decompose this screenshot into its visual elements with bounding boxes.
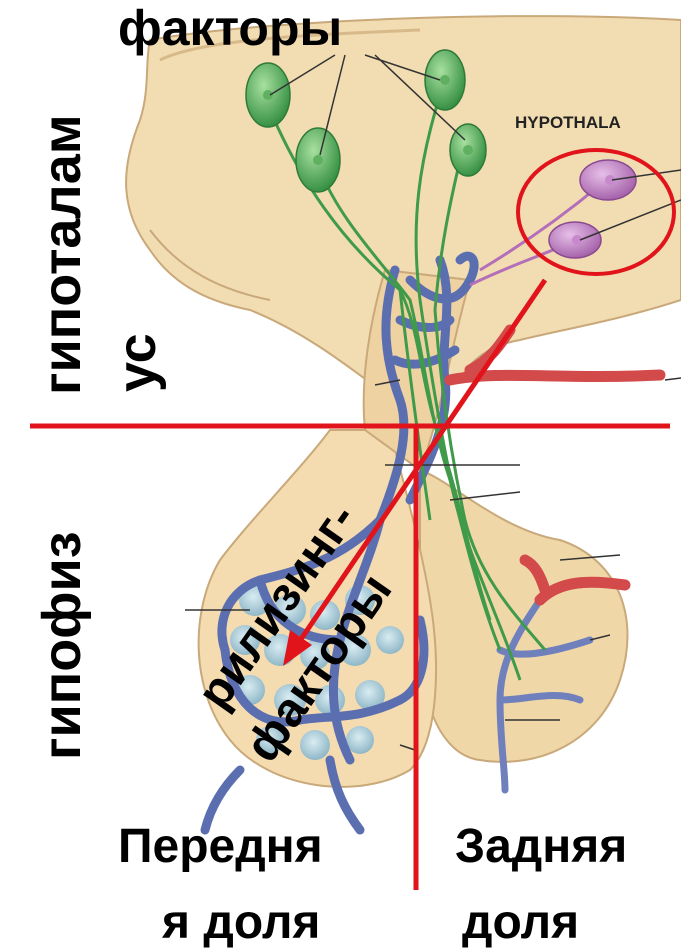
hypothalamus-label: HYPOTHALA bbox=[515, 113, 621, 132]
posterior-lobe bbox=[420, 470, 628, 762]
anterior-lobe-label-1: Передня bbox=[118, 820, 323, 873]
side-label-hypothalamus-cont: ус bbox=[107, 333, 167, 392]
factors-top-label: факторы bbox=[118, 0, 342, 56]
anterior-lobe-label-2: я доля bbox=[161, 896, 320, 948]
posterior-lobe-label-1: Задняя bbox=[455, 820, 627, 873]
posterior-lobe-label-2: доля bbox=[462, 896, 579, 948]
side-label-hypothalamus: гипоталам bbox=[32, 114, 92, 395]
side-label-pituitary: гипофиз bbox=[32, 531, 92, 760]
